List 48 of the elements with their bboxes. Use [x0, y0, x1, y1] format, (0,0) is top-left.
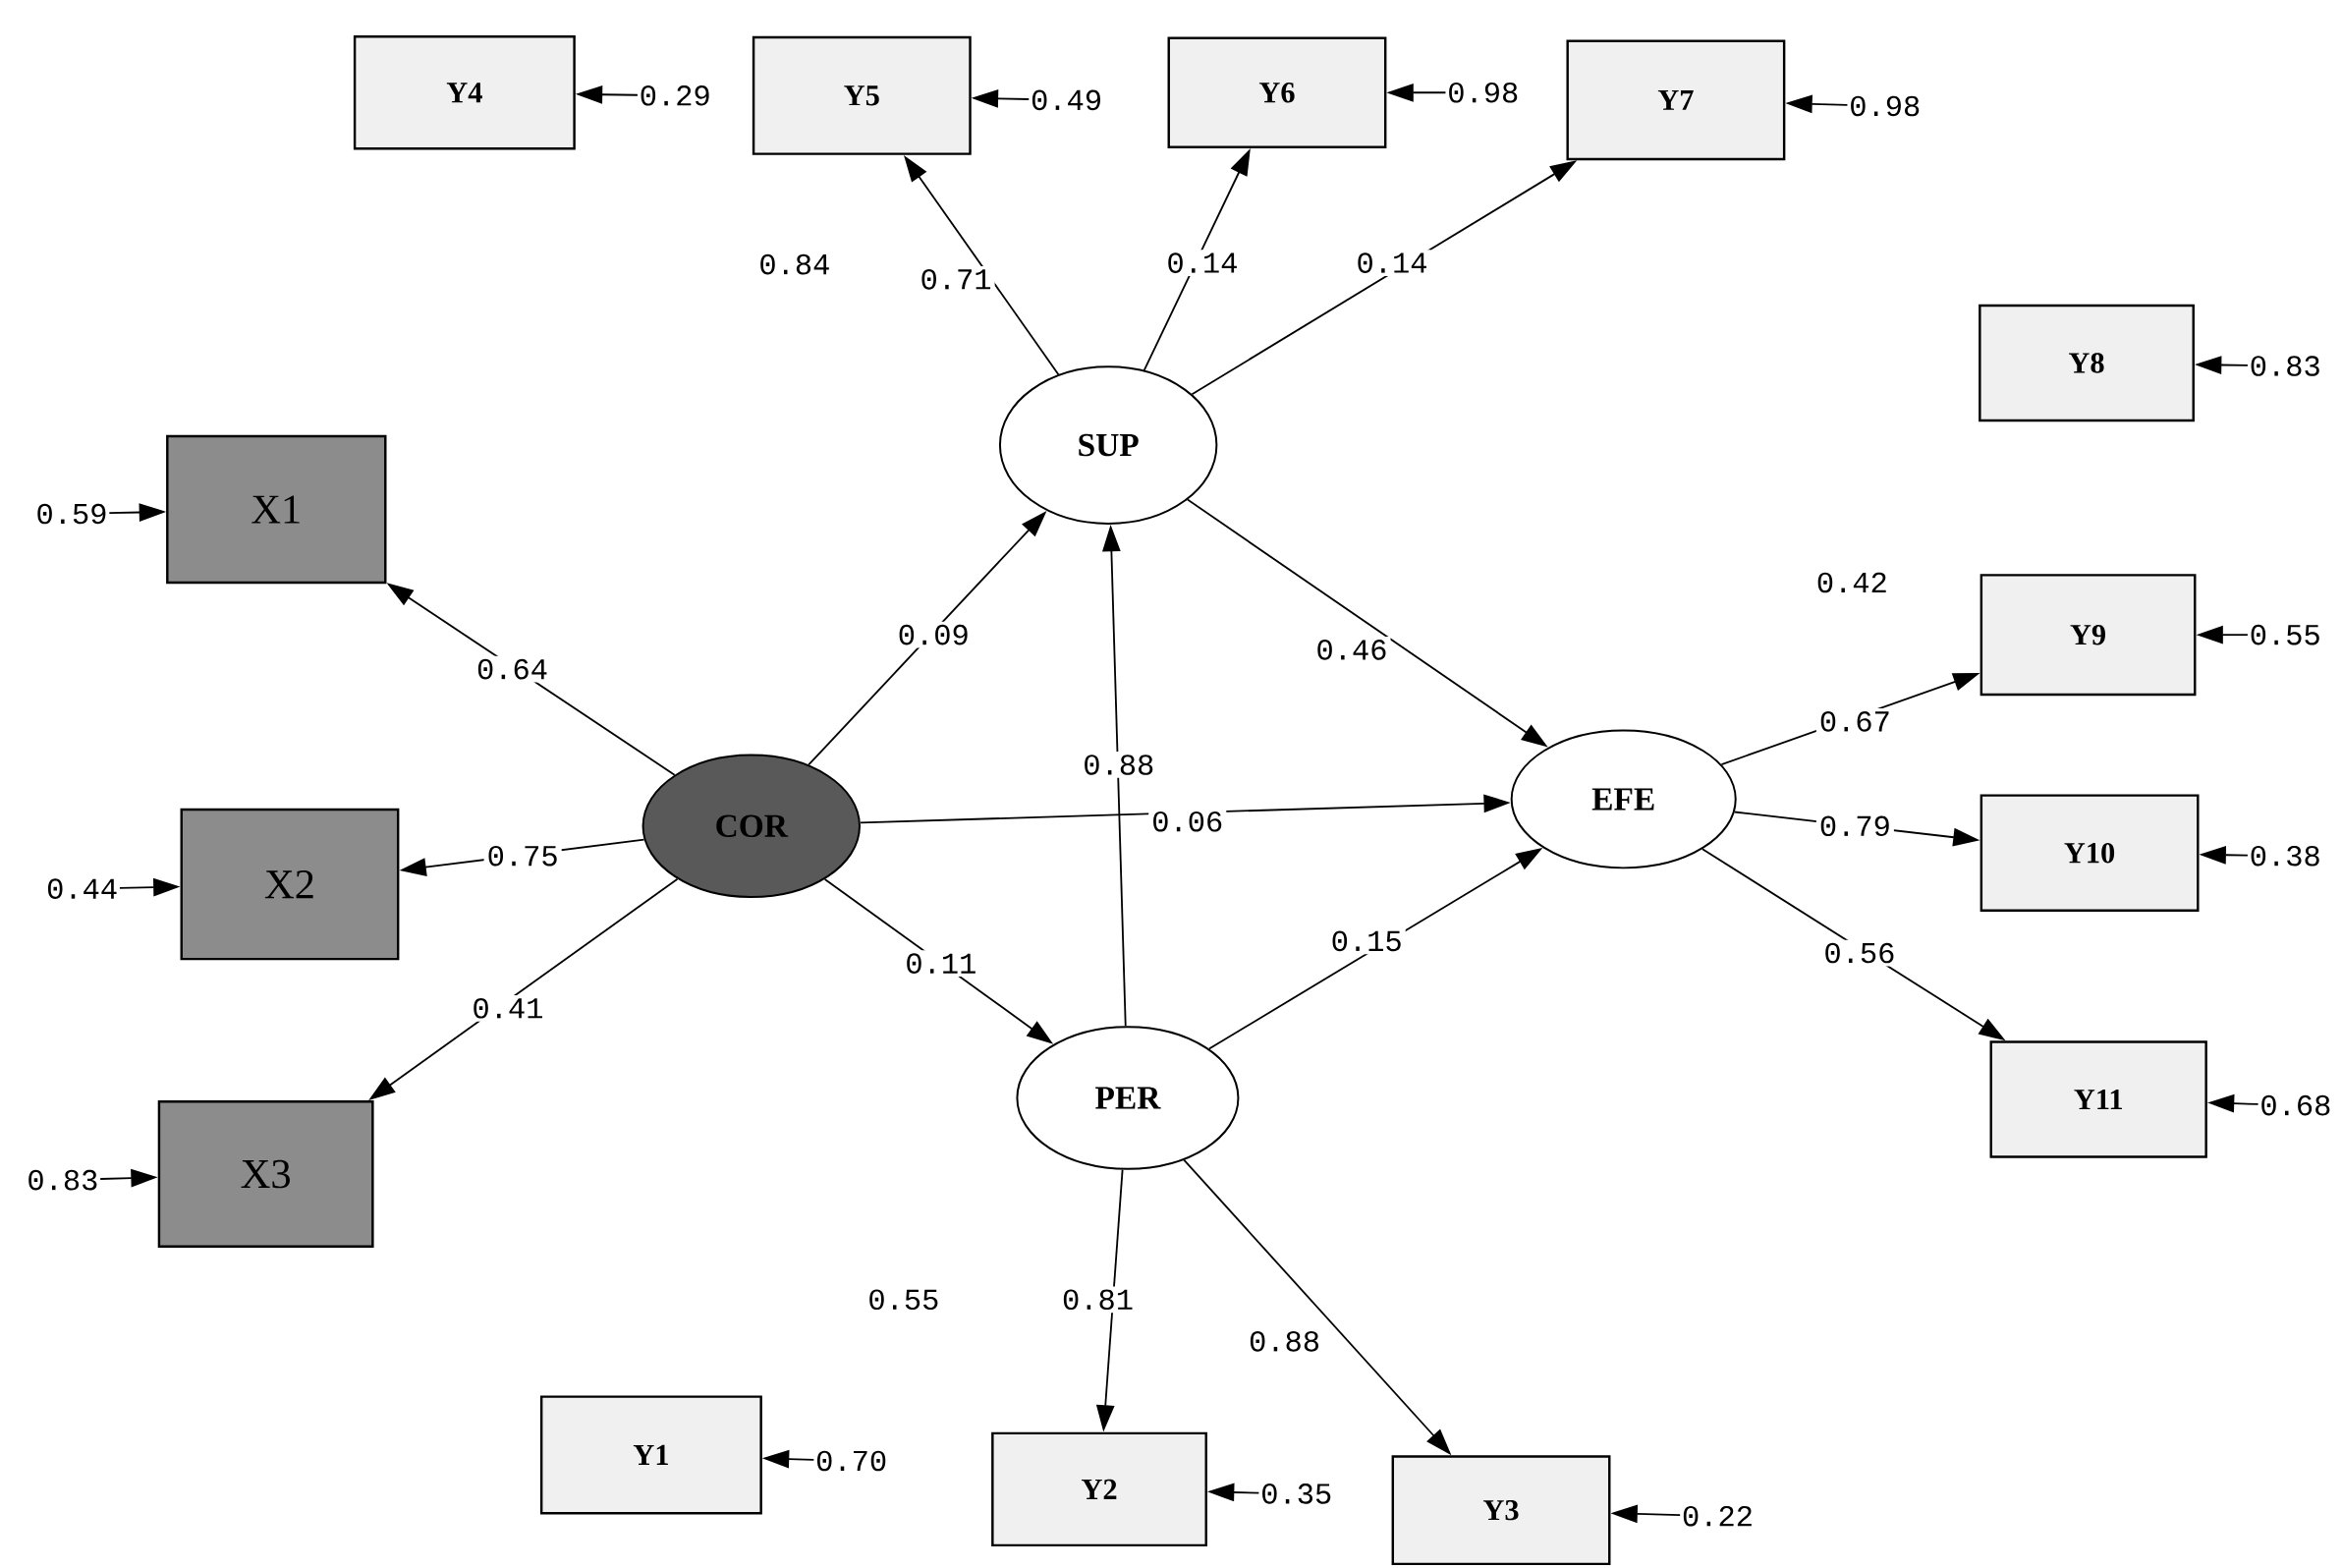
error-value: 0.22: [1683, 1505, 1752, 1527]
edge-label: 0.79: [1815, 812, 1894, 839]
process-box: Y11: [1989, 1040, 2207, 1158]
r-squared-value: 0.42: [1817, 572, 1886, 593]
process-box: Y1: [539, 1395, 762, 1515]
process-box: X3: [157, 1099, 374, 1248]
error-value: 0.49: [1032, 89, 1100, 110]
process-box: Y2: [991, 1431, 1207, 1546]
edge-label: 0.67: [1815, 707, 1894, 735]
process-box: Y7: [1566, 39, 1786, 160]
process-box: Y9: [1980, 573, 2197, 696]
edge-label: 0.06: [1148, 808, 1227, 835]
error-value: 0.70: [817, 1450, 886, 1472]
edge-label: 0.64: [474, 655, 552, 683]
edge-label: 0.75: [483, 842, 562, 869]
process-box: Y10: [1980, 794, 2200, 912]
process-box: Y3: [1391, 1455, 1611, 1565]
edge-label: 0.56: [1820, 939, 1899, 967]
process-box: Y5: [752, 35, 972, 155]
edge-label: 0.09: [894, 621, 973, 648]
process-box: Y8: [1979, 304, 2195, 421]
edge-label: 0.14: [1353, 250, 1431, 276]
error-value: 0.38: [2251, 845, 2319, 867]
edge-label: 0.15: [1327, 927, 1406, 954]
error-value: 0.44: [47, 878, 117, 899]
edge-label: 0.46: [1312, 636, 1391, 663]
edge-label: 0.11: [902, 950, 980, 977]
error-value: 0.35: [1262, 1483, 1331, 1504]
r-squared-value: 0.84: [760, 253, 829, 275]
error-value: 0.68: [2261, 1094, 2330, 1116]
error-value: 0.83: [2251, 356, 2319, 376]
edge-label: 0.81: [1059, 1286, 1138, 1313]
error-value: 0.98: [1851, 95, 1920, 117]
error-value: 0.55: [2251, 624, 2319, 645]
edge-label: 0.88: [1246, 1327, 1324, 1355]
process-box: X2: [180, 808, 400, 961]
error-value: 0.83: [28, 1169, 97, 1191]
edge-label: 0.14: [1163, 250, 1242, 276]
error-value: 0.59: [37, 503, 106, 525]
r-squared-value: 0.55: [869, 1289, 938, 1310]
process-box: Y6: [1167, 36, 1387, 148]
edge-label: 0.88: [1080, 751, 1158, 778]
process-box: Y4: [353, 34, 576, 150]
edge-label: 0.41: [469, 994, 547, 1022]
process-box: X1: [166, 434, 387, 584]
error-value: 0.98: [1449, 82, 1518, 103]
error-value: 0.29: [641, 84, 709, 106]
edge-label: 0.71: [917, 265, 995, 293]
